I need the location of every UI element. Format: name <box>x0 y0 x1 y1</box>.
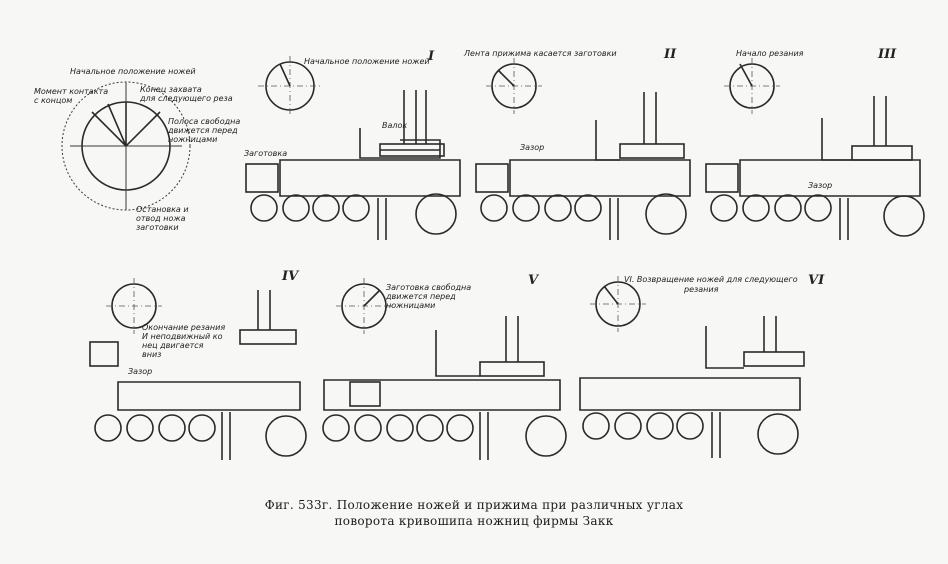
panel-1-label: Начальное положение ножей <box>304 57 430 66</box>
panel-4-sub2: нец двигается <box>142 341 204 350</box>
panel-2: Лента прижима касается заготовки II Зазо… <box>463 47 691 240</box>
panel-5-sub1: движется перед <box>385 292 456 301</box>
figure-caption-line-2: поворота кривошипа ножниц фирмы Закк <box>334 514 614 528</box>
panel-6-label: VI. Возвращение ножей для следующего <box>624 275 798 284</box>
panel-4: IV Окончание резания И неподвижный ко не… <box>89 269 307 460</box>
key-label-moving-before: движется перед <box>167 126 238 135</box>
panel-2-roman: II <box>663 47 677 62</box>
panel-3-roman: III <box>877 47 897 62</box>
panel-5-sub2: ножницами <box>386 301 435 310</box>
panel-4-sub1: И неподвижный ко <box>142 332 223 341</box>
panel-3-note: Зазор <box>808 181 832 190</box>
panel-5: V Заготовка свободна движется перед ножн… <box>322 273 567 460</box>
key-label-with-end: с концом <box>34 96 72 105</box>
panel-6: VI VI. Возвращение ножей для следующего … <box>579 273 825 458</box>
panel-2-label: Лента прижима касается заготовки <box>463 49 617 58</box>
key-label-shears: ножницами <box>168 135 217 144</box>
panel-5-label: Заготовка свободна <box>386 283 471 292</box>
key-label-start: Начальное положение ножей <box>70 67 196 76</box>
key-label-next-cut: для следующего реза <box>139 94 233 103</box>
panel-3-label: Начало резания <box>736 49 804 58</box>
panel-1-note: Валок <box>382 121 407 130</box>
panel-1: Начальное положение ножей I Валок Загото… <box>244 49 461 240</box>
figure-caption-line-1: Фиг. 533г. Положение ножей и прижима при… <box>264 498 684 512</box>
key-label-contact: Момент контакта <box>34 87 108 96</box>
panel-6-roman: VI <box>808 273 825 288</box>
panel-3: Начало резания III Зазор <box>705 47 925 240</box>
panel-4-note: Зазор <box>128 367 152 376</box>
panel-2-note: Зазор <box>520 143 544 152</box>
key-label-billet: заготовки <box>136 223 179 232</box>
panel-4-sub3: вниз <box>142 350 161 359</box>
key-label-free-strip: Полоса свободна <box>168 117 240 126</box>
panel-4-label: Окончание резания <box>142 323 225 332</box>
panel-4-roman: IV <box>281 269 300 284</box>
key-label-end-grip: Конец захвата <box>140 85 202 94</box>
panel-6-sub1: резания <box>683 285 719 294</box>
key-label-reverse: отвод ножа <box>136 214 186 223</box>
panel-1-roman: I <box>427 49 435 64</box>
key-label-stop: Остановка и <box>136 205 189 214</box>
panel-5-roman: V <box>528 273 540 288</box>
key-crank-circle-diagram: Начальное положение ножей Момент контакт… <box>34 67 240 232</box>
panel-1-side: Заготовка <box>244 149 287 158</box>
